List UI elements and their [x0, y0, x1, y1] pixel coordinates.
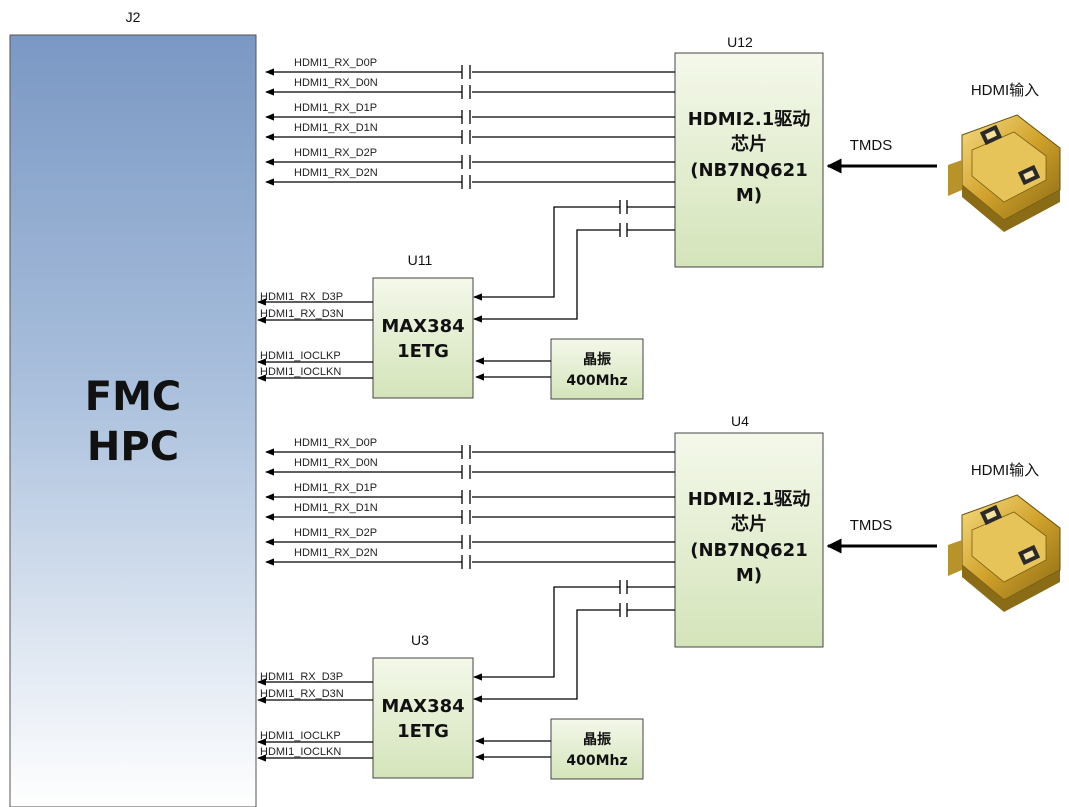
max-signal-label: HDMI1_IOCLKP — [260, 730, 341, 742]
max-name-line2: 1ETG — [397, 721, 449, 742]
oscillator-box — [550, 338, 644, 400]
d3-route-lines — [473, 200, 675, 323]
signal-line-d1p: HDMI1_RX_D1P — [265, 102, 675, 124]
signal-line-d2n: HDMI1_RX_D2N — [265, 547, 675, 569]
signal-line-d0n: HDMI1_RX_D0N — [265, 77, 675, 99]
driver-ref-label: U12 — [727, 34, 753, 50]
max-signal-label: HDMI1_RX_D3P — [260, 671, 343, 683]
max-signal-label: HDMI1_IOCLKP — [260, 350, 341, 362]
max-signal-label: HDMI1_RX_D3N — [260, 308, 344, 320]
driver-name-line1: HDMI2.1驱动 — [688, 489, 811, 510]
fmc-ref-label: J2 — [126, 9, 141, 25]
max3841-chip — [372, 657, 474, 779]
tmds-label: TMDS — [850, 137, 893, 154]
max-signal-label: HDMI1_RX_D3P — [260, 291, 343, 303]
hdmi-driver-chip — [674, 432, 824, 648]
signal-label: HDMI1_RX_D1N — [294, 502, 378, 514]
oscillator-line1: 晶振 — [583, 731, 611, 748]
signal-label: HDMI1_RX_D1N — [294, 122, 378, 134]
driver-ref-label: U4 — [731, 413, 749, 429]
driver-name-line3: (NB7NQ621 — [690, 160, 807, 181]
hdmi-input-label: HDMI输入 — [971, 462, 1039, 479]
signal-label: HDMI1_RX_D1P — [294, 482, 377, 494]
hdmi-group-2: U4 HDMI2.1驱动 芯片 (NB7NQ621 M) HDMI1_RX_D0… — [257, 413, 1061, 780]
signal-line-d2n: HDMI1_RX_D2N — [265, 167, 675, 189]
oscillator-box — [550, 718, 644, 780]
fmc-hpc-connector: J2 FMC HPC — [9, 9, 257, 807]
signal-line-d1p: HDMI1_RX_D1P — [265, 482, 675, 504]
fmc-title-line2: HPC — [87, 424, 179, 470]
d3-route-lines — [473, 580, 675, 703]
signal-label: HDMI1_RX_D0P — [294, 437, 377, 449]
hdmi-connector-icon — [948, 494, 1061, 612]
signal-label: HDMI1_RX_D2N — [294, 167, 378, 179]
signal-label: HDMI1_RX_D2P — [294, 147, 377, 159]
signal-line-d0p: HDMI1_RX_D0P — [265, 57, 675, 79]
signal-line-d1n: HDMI1_RX_D1N — [265, 122, 675, 144]
signal-line-d0n: HDMI1_RX_D0N — [265, 457, 675, 479]
driver-name-line4: M) — [736, 185, 762, 206]
max-output-lines: HDMI1_RX_D3P HDMI1_RX_D3N HDMI1_IOCLKP H… — [257, 291, 373, 382]
max-output-lines: HDMI1_RX_D3P HDMI1_RX_D3N HDMI1_IOCLKP H… — [257, 671, 373, 762]
fmc-title-line1: FMC — [85, 374, 181, 420]
signal-line-d0p: HDMI1_RX_D0P — [265, 437, 675, 459]
hdmi-input-label: HDMI输入 — [971, 82, 1039, 99]
tmds-label: TMDS — [850, 517, 893, 534]
max-name-line2: 1ETG — [397, 341, 449, 362]
driver-name-line4: M) — [736, 565, 762, 586]
max-name-line1: MAX384 — [381, 316, 464, 337]
signal-line-d2p: HDMI1_RX_D2P — [265, 527, 675, 549]
hdmi-driver-chip — [674, 52, 824, 268]
oscillator-line1: 晶振 — [583, 351, 611, 368]
max-ref-label: U3 — [411, 632, 429, 648]
fmc-body — [9, 34, 257, 807]
oscillator-line2: 400Mhz — [566, 753, 627, 769]
max-name-line1: MAX384 — [381, 696, 464, 717]
signal-label: HDMI1_RX_D0N — [294, 457, 378, 469]
signal-label: HDMI1_RX_D0N — [294, 77, 378, 89]
driver-name-line1: HDMI2.1驱动 — [688, 109, 811, 130]
max-signal-label: HDMI1_RX_D3N — [260, 688, 344, 700]
signal-label: HDMI1_RX_D0P — [294, 57, 377, 69]
max-signal-label: HDMI1_IOCLKN — [260, 746, 341, 758]
max-signal-label: HDMI1_IOCLKN — [260, 366, 341, 378]
signal-label: HDMI1_RX_D1P — [294, 102, 377, 114]
hdmi-connector-icon — [948, 114, 1061, 232]
signal-label: HDMI1_RX_D2P — [294, 527, 377, 539]
max3841-chip — [372, 277, 474, 399]
oscillator-line2: 400Mhz — [566, 373, 627, 389]
max-ref-label: U11 — [408, 252, 433, 268]
hdmi-group-1: U12 HDMI2.1驱动 芯片 (NB7NQ621 M) HDMI1_RX_D… — [257, 34, 1061, 400]
signal-line-d2p: HDMI1_RX_D2P — [265, 147, 675, 169]
driver-name-line2: 芯片 — [731, 513, 767, 535]
driver-name-line3: (NB7NQ621 — [690, 540, 807, 561]
driver-name-line2: 芯片 — [731, 133, 767, 155]
signal-label: HDMI1_RX_D2N — [294, 547, 378, 559]
signal-line-d1n: HDMI1_RX_D1N — [265, 502, 675, 524]
